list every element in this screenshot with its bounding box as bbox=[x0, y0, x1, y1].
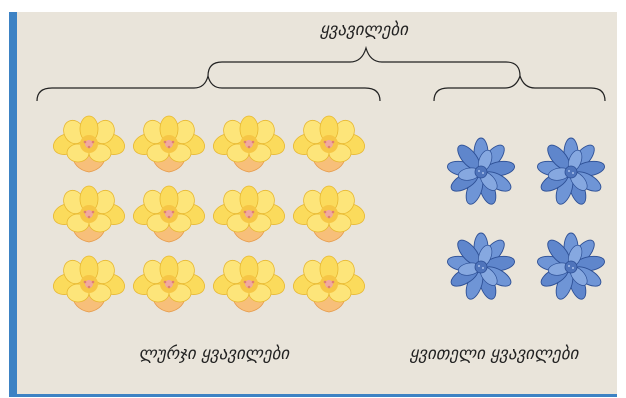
yellow-flower bbox=[289, 255, 369, 313]
yellow-flower bbox=[49, 255, 129, 313]
top-brace bbox=[207, 45, 521, 77]
yellow-flower bbox=[49, 115, 129, 173]
yellow-flower bbox=[129, 115, 209, 173]
yellow-flower bbox=[49, 185, 129, 243]
blue-flower bbox=[535, 137, 607, 207]
yellow-flower-group bbox=[49, 115, 369, 313]
right-brace bbox=[433, 74, 606, 102]
accent-bottom-line bbox=[9, 394, 617, 397]
blue-flower bbox=[445, 232, 517, 302]
blue-flower-group bbox=[445, 137, 607, 302]
left-brace bbox=[36, 75, 381, 102]
right-group-label: ყვითელი ყვავილები bbox=[409, 344, 579, 364]
yellow-flower bbox=[289, 115, 369, 173]
left-group-label: ლურჯი ყვავილები bbox=[138, 344, 290, 364]
yellow-flower bbox=[209, 185, 289, 243]
accent-bar bbox=[9, 12, 17, 396]
top-label: ყვავილები bbox=[320, 20, 408, 40]
blue-flower bbox=[535, 232, 607, 302]
yellow-flower bbox=[209, 255, 289, 313]
yellow-flower bbox=[129, 185, 209, 243]
yellow-flower bbox=[289, 185, 369, 243]
yellow-flower bbox=[209, 115, 289, 173]
blue-flower bbox=[445, 137, 517, 207]
yellow-flower bbox=[129, 255, 209, 313]
